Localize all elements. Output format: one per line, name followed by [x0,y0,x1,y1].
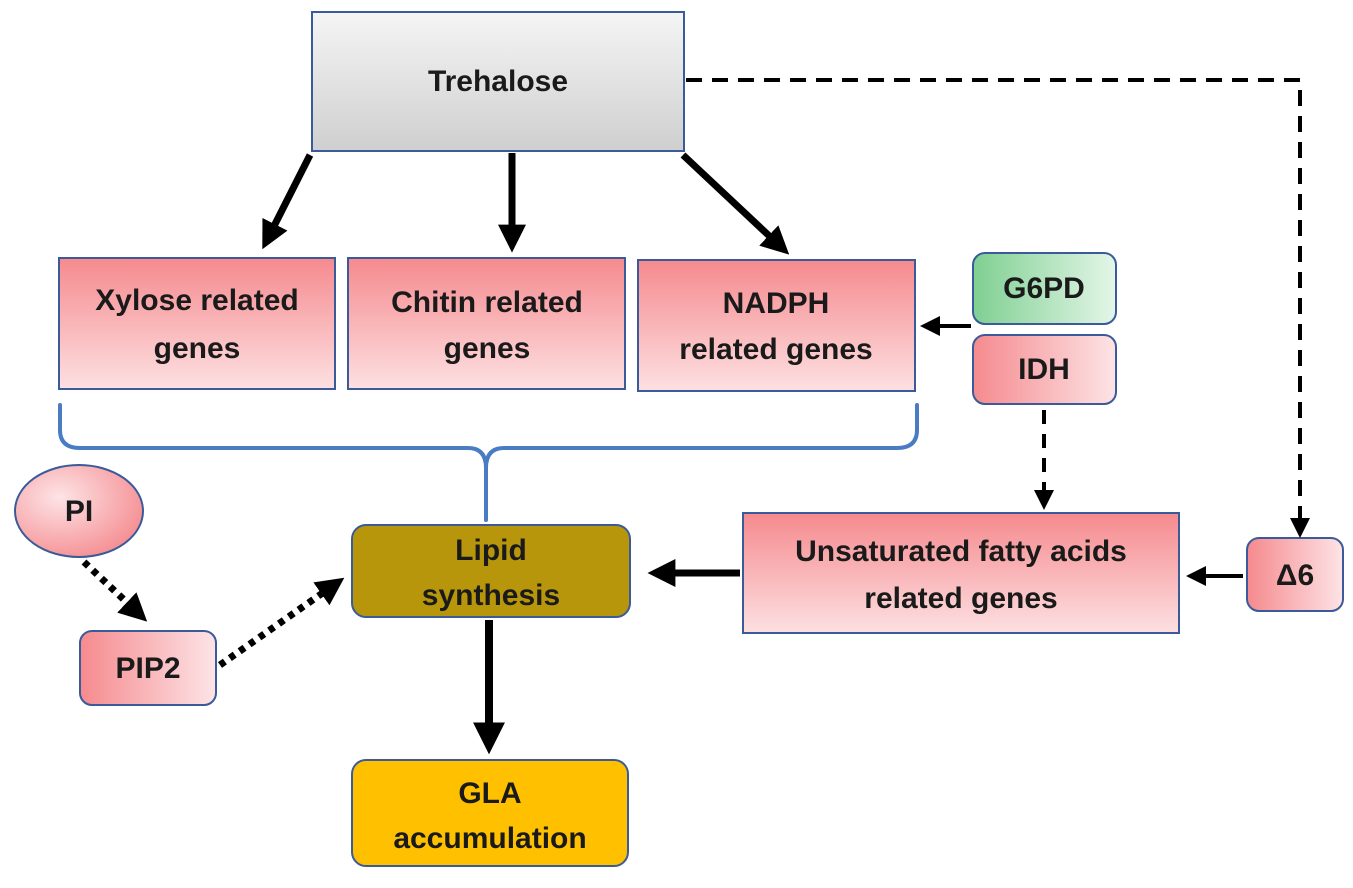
chitin-label-line1: Chitin related [391,286,583,319]
xylose-label-line1: Xylose related [95,284,298,317]
gla-accumulation-node: GLA accumulation [351,759,629,867]
gla-label-line2: accumulation [393,822,586,855]
g6pd-label: G6PD [1003,272,1085,305]
g6pd-node: G6PD [972,252,1117,325]
chitin-genes-node: Chitin related genes [347,257,626,390]
trehalose-label: Trehalose [428,65,568,98]
dashed-arrow-trehalose-to-delta6 [686,78,1310,538]
gene-group-brace [58,403,919,522]
dotted-arrow-pi-to-pip2 [81,559,148,622]
lipid-synthesis-node: Lipid synthesis [351,524,631,618]
arrow-trehalose-to-nadph [680,152,790,255]
pip2-node: PIP2 [79,630,217,706]
chitin-label-line2: genes [444,332,531,365]
delta6-node: Δ6 [1246,537,1344,612]
ufa-label-line2: related genes [864,582,1057,615]
ufa-label-line1: Unsaturated fatty acids [795,535,1127,568]
pi-node: PI [14,464,144,558]
pi-label: PI [65,495,93,528]
delta6-label: Δ6 [1276,559,1314,592]
trehalose-node: Trehalose [311,11,685,152]
gla-label-line1: GLA [458,777,521,810]
xylose-label-line2: genes [154,332,241,365]
nadph-genes-node: NADPH related genes [637,259,916,392]
xylose-genes-node: Xylose related genes [58,257,336,390]
idh-label: IDH [1018,353,1070,386]
lipid-label-line1: Lipid [455,534,527,567]
pip2-label: PIP2 [115,652,180,685]
arrow-trehalose-to-xylose [262,153,314,250]
idh-node: IDH [972,334,1117,405]
ufa-genes-node: Unsaturated fatty acids related genes [742,512,1180,634]
lipid-label-line2: synthesis [422,579,560,612]
dotted-arrow-pip2-to-lipid [217,577,345,668]
nadph-label-line2: related genes [679,333,872,366]
nadph-label-line1: NADPH [723,287,830,320]
